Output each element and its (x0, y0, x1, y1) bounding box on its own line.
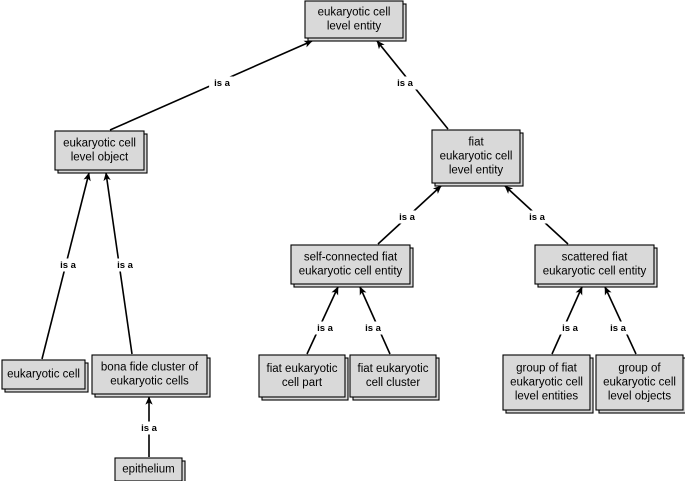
node-label-line: level object (71, 152, 129, 164)
node-rect (54, 130, 145, 171)
edge-label-text: is a (365, 323, 382, 334)
node-label-line: level entities (515, 391, 579, 403)
node-label-line: eukaryotic cell (63, 138, 136, 150)
node-eukaryotic-cell-level-object[interactable]: eukaryotic cell level object (54, 130, 148, 174)
isa-edge-line (306, 286, 339, 355)
node-eukaryotic-cell[interactable]: eukaryotic cell (1, 359, 89, 393)
isa-edge-line (604, 286, 637, 355)
edge-label-edge-bonafide-to-object: is a (112, 258, 138, 272)
node-label-line: level objects (608, 391, 672, 403)
edge-fiat-eukaryotic-cell-cluster-to-self-connected-fiat-eukaryotic-cell-entity (359, 286, 391, 355)
isa-edge-line (359, 286, 391, 355)
node-fiat-eukaryotic-cell-part[interactable]: fiat eukaryotic cell part (258, 354, 349, 401)
node-label-line: cell part (282, 377, 323, 389)
node-rect (114, 457, 183, 481)
edge-label-backdrop (557, 321, 583, 335)
edge-fiat-eukaryotic-cell-part-to-self-connected-fiat-eukaryotic-cell-entity (306, 286, 339, 355)
node-label-line: group of fiat (516, 363, 578, 375)
node-label-line: group of (618, 363, 661, 375)
node-label-line: level entity (327, 21, 382, 33)
node-label-line: cell cluster (366, 377, 420, 389)
edge-label-edge-object-to-entity: is a (209, 76, 235, 90)
node-group-of-fiat-eukaryotic-cell-level-entities[interactable]: group of fiat eukaryotic cell level entiti… (502, 354, 594, 414)
edge-label-edge-group-objects-to-scattered: is a (605, 321, 631, 335)
edge-label-edge-group-fiat-to-scattered: is a (557, 321, 583, 335)
node-rect (431, 129, 521, 184)
node-self-connected-fiat-eukaryotic-cell-entity[interactable]: self-connected fiat eukaryotic cell entit… (290, 244, 414, 288)
edge-label-text: is a (60, 260, 77, 271)
edge-label-text: is a (117, 260, 134, 271)
node-group-of-eukaryotic-cell-level-objects[interactable]: group of eukaryotic cell level objects (595, 354, 685, 414)
edge-label-backdrop (605, 321, 631, 335)
edge-label-edge-epithelium-to-bonafide: is a (136, 421, 162, 435)
node-label-line: eukaryotic cell (7, 369, 80, 381)
node-label-line: self-connected fiat (304, 252, 398, 264)
edge-label-text: is a (317, 323, 334, 334)
edge-label-text: is a (529, 212, 546, 223)
node-label-line: eukaryotic cell (510, 377, 583, 389)
node-rect (304, 0, 404, 39)
edge-label-edge-fiat-cell-cluster-to-selfconnected: is a (360, 321, 386, 335)
node-label-line: eukaryotic cell (440, 151, 513, 163)
node-rect (91, 354, 208, 395)
edge-label-backdrop (136, 421, 162, 435)
node-fiat-eukaryotic-cell-cluster[interactable]: fiat eukaryotic cell cluster (349, 354, 440, 401)
node-rect (595, 354, 684, 411)
edge-label-backdrop (394, 210, 420, 224)
node-label-line: scattered fiat (562, 252, 629, 264)
edge-label-edge-fiat-cell-part-to-selfconnected: is a (312, 321, 338, 335)
node-label-line: eukaryotic cell entity (299, 266, 403, 278)
edge-label-edge-eukaryotic-cell-to-object: is a (55, 258, 81, 272)
edge-label-text: is a (397, 78, 414, 89)
edge-label-text: is a (399, 212, 416, 223)
edge-label-backdrop (360, 321, 386, 335)
node-rect (1, 359, 86, 390)
node-label-line: eukaryotic cells (110, 376, 189, 388)
node-label-line: eukaryotic cell entity (543, 266, 647, 278)
edge-label-edge-selfconnected-to-fiat-entity: is a (394, 210, 420, 224)
edge-label-backdrop (392, 76, 418, 90)
edge-label-text: is a (562, 323, 579, 334)
node-rect (534, 244, 655, 285)
edge-label-backdrop (312, 321, 338, 335)
node-label-line: epithelium (122, 464, 174, 476)
edge-label-backdrop (55, 258, 81, 272)
node-rect (349, 354, 437, 398)
node-rect (258, 354, 346, 398)
node-rect (290, 244, 411, 285)
edge-label-backdrop (524, 210, 550, 224)
node-scattered-fiat-eukaryotic-cell-entity[interactable]: scattered fiat eukaryotic cell entity (534, 244, 658, 288)
edge-label-text: is a (214, 78, 231, 89)
node-label-line: level entity (449, 165, 504, 177)
node-label-line: fiat eukaryotic (358, 363, 429, 375)
node-label-line: fiat eukaryotic (267, 363, 338, 375)
node-eukaryotic-cell-level-entity[interactable]: eukaryotic cell level entity (304, 0, 407, 42)
node-rect (502, 354, 591, 411)
node-fiat-eukaryotic-cell-level-entity[interactable]: fiat eukaryotic cell level entity (431, 129, 524, 187)
node-label-line: bona fide cluster of (101, 362, 199, 374)
node-bona-fide-cluster-of-eukaryotic-cells[interactable]: bona fide cluster of eukaryotic cells (91, 354, 211, 398)
edge-label-backdrop (209, 76, 235, 90)
node-label-line: eukaryotic cell (603, 377, 676, 389)
edge-label-edge-scattered-to-fiat-entity: is a (524, 210, 550, 224)
edge-group-of-eukaryotic-cell-level-objects-to-scattered-fiat-eukaryotic-cell-entity (604, 286, 637, 355)
edge-label-text: is a (610, 323, 627, 334)
node-label-line: eukaryotic cell (318, 7, 391, 19)
edge-label-edge-fiat-entity-to-entity: is a (392, 76, 418, 90)
isa-edge-line (551, 286, 583, 355)
edge-group-of-fiat-eukaryotic-cell-level-entities-to-scattered-fiat-eukaryotic-cell-entity (551, 286, 583, 355)
edge-label-text: is a (141, 423, 158, 434)
edge-labels-layer: is a is a is a is a is a is a is a is a is a is a… (55, 76, 631, 435)
edge-label-backdrop (112, 258, 138, 272)
node-epithelium[interactable]: epithelium (114, 457, 186, 481)
node-label-line: fiat (468, 137, 484, 149)
